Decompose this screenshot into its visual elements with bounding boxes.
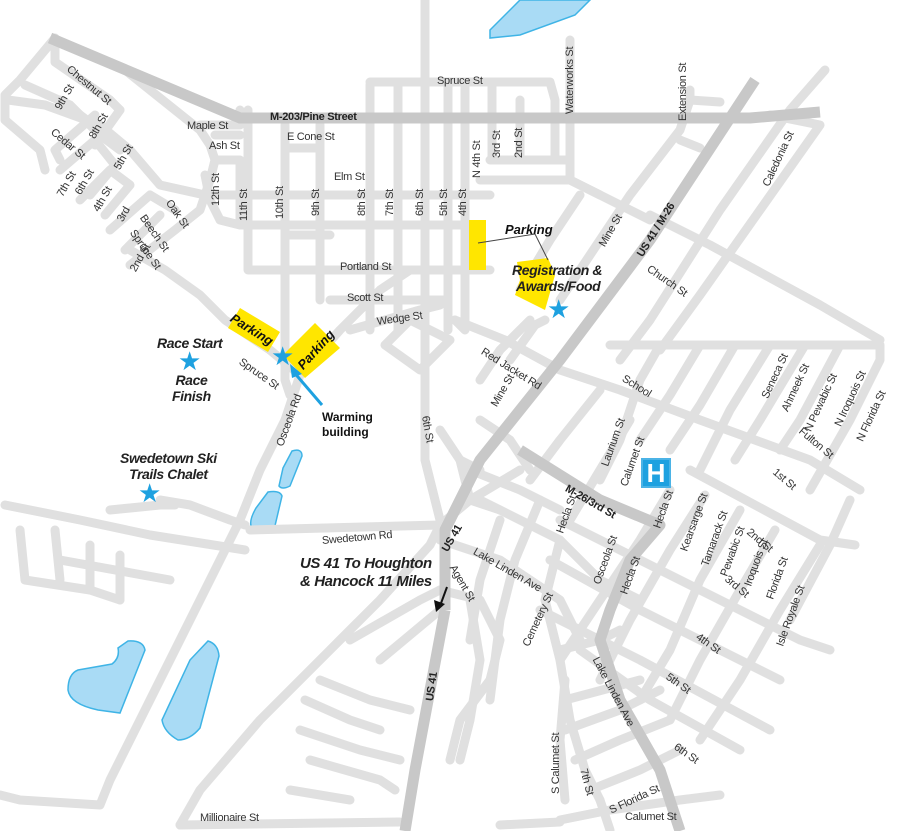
street-label: 7th St	[384, 189, 396, 216]
lake-osceola-1	[278, 449, 303, 489]
chalet-star-icon[interactable]: ★	[138, 478, 162, 508]
street-label: Spruce St	[437, 75, 483, 87]
highway-network	[47, 32, 821, 831]
street-label: Ash St	[209, 140, 240, 152]
street-label: 9th St	[310, 189, 322, 216]
street-label: Portland St	[340, 261, 392, 273]
parking-area-east	[283, 323, 340, 378]
street-label: Waterworks St	[564, 46, 576, 114]
street-label: 8th St	[356, 189, 368, 216]
warming-building-arrowhead	[290, 364, 302, 378]
street-label: Scott St	[347, 292, 384, 304]
street-label: 6th St	[414, 189, 426, 216]
street-label: Millionaire St	[200, 812, 259, 824]
street-label: Maple St	[187, 120, 229, 132]
registration-star-icon[interactable]: ★	[547, 294, 571, 324]
us41-south	[399, 608, 451, 831]
street-label: N 4th St	[471, 140, 483, 178]
race-start-star-icon[interactable]: ★	[178, 346, 202, 376]
street-label: 3rd St	[491, 130, 503, 158]
lake-north	[489, 0, 592, 39]
lake-sw-1	[67, 640, 146, 714]
warming-building-star-icon[interactable]: ★	[271, 341, 295, 371]
hospital-icon[interactable]: H	[641, 458, 671, 488]
parking-area-registration	[515, 258, 555, 310]
street-label: 12th St	[210, 173, 222, 206]
street-label: Calumet St	[625, 811, 677, 823]
street-label: Extension St	[677, 62, 689, 121]
street-label: 11th St	[238, 189, 250, 221]
registration-label: Registration &Awards/Food	[512, 262, 603, 294]
us41-direction-label: US 41 To Houghton& Hancock 11 Miles	[300, 555, 432, 590]
parking-area-west	[228, 308, 280, 352]
street-label: S Calumet St	[550, 732, 562, 794]
parking-area-north	[469, 220, 486, 270]
us41-m26	[439, 76, 760, 610]
lake-sw-2	[161, 640, 220, 741]
lake-osceola-2	[249, 490, 283, 531]
street-label: 4th St	[457, 189, 469, 216]
parking-label-north: Parking	[505, 222, 553, 237]
street-label: Elm St	[334, 171, 365, 183]
street-label: 5th St	[438, 189, 450, 216]
street-label: 10th St	[274, 186, 286, 219]
race-start-label: Race Start	[157, 335, 223, 351]
direction-arrowhead	[434, 600, 445, 612]
highway-label-m203: M-203/Pine Street	[270, 111, 357, 123]
m26-3rd-st	[517, 445, 686, 831]
m203-pine-street	[47, 32, 821, 124]
parking-leader-line	[477, 233, 549, 261]
street-label: E Cone St	[287, 131, 335, 143]
street-label: 2nd St	[513, 127, 525, 158]
